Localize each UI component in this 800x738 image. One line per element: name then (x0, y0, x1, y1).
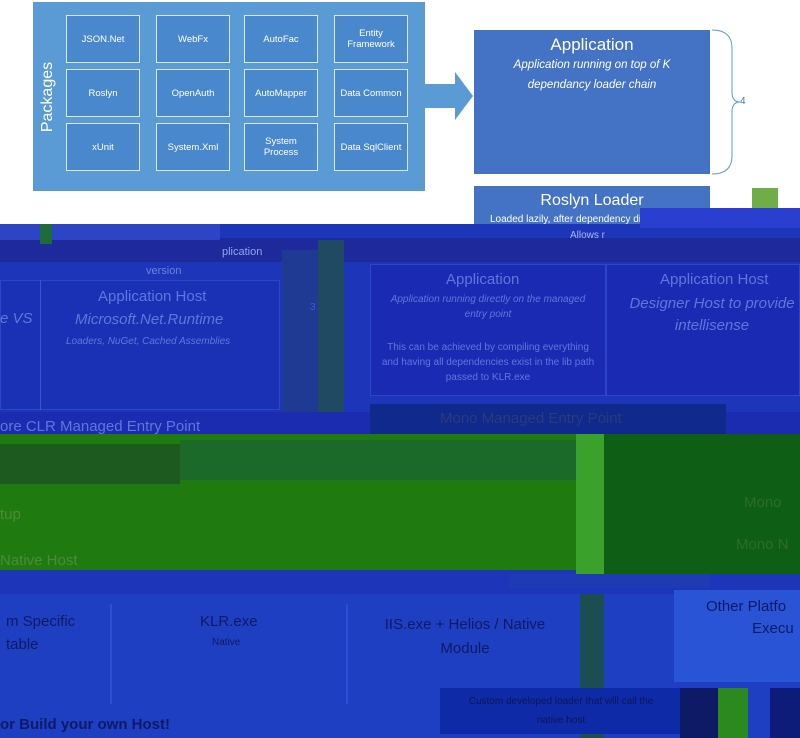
application-title: Application (550, 35, 634, 54)
bottom-divider-1 (110, 604, 112, 704)
custom-loader-text: Custom developed loader that will call t… (468, 696, 654, 726)
package-item: System.Xml (156, 123, 230, 171)
exec-label: Execu (752, 620, 794, 637)
native-host-label: Native Host (0, 552, 78, 569)
startup-label: tup (0, 506, 21, 523)
mono-managed-box (370, 404, 726, 434)
other-platform-label: Other Platfo (706, 598, 787, 615)
application-subtitle: Application running on top of K dependan… (513, 59, 671, 91)
left-vs-fragment: e VS (0, 310, 33, 327)
teal-stripe-left (40, 224, 52, 244)
table-label: table (6, 636, 39, 653)
left-app-host-name: Microsoft.Net.Runtime (75, 311, 224, 328)
bottom-divider-2 (346, 604, 348, 704)
center-divider-line (318, 240, 344, 420)
roslyn-loader-title: Roslyn Loader (540, 192, 644, 209)
native-label: Native (212, 637, 241, 648)
left-app-host-desc: Loaders, NuGet, Cached Assemblies (66, 336, 231, 347)
packages-arrow-icon (425, 72, 473, 120)
green-band-dark (0, 444, 180, 484)
application-box: Application Application running on top o… (474, 30, 710, 174)
mono-managed-label: Mono Managed Entry Point (440, 410, 622, 427)
green-right-dark (604, 434, 800, 574)
package-item: AutoFac (244, 15, 318, 63)
mid-app-box (370, 264, 606, 396)
noise-strip-2 (0, 224, 220, 240)
dark-right-block (770, 688, 800, 738)
specific-label: m Specific (6, 613, 76, 630)
brace-mid-label: 3 (310, 302, 316, 313)
mid-host-title: Application Host (660, 271, 769, 288)
core-clr-label: ore CLR Managed Entry Point (0, 418, 201, 435)
top-strip-fragment: plication (222, 246, 263, 258)
noise-strip-3 (510, 574, 710, 588)
package-item: JSON.Net (66, 15, 140, 63)
roslyn-allows: Allows r (570, 230, 606, 241)
brace-top-icon (711, 29, 740, 175)
roslyn-loader-subtitle: Loaded lazily, after dependency di (490, 214, 642, 225)
brace-top-label: 4 (740, 96, 746, 107)
package-item: Data Common (334, 69, 408, 117)
other-platform-box (674, 590, 800, 682)
mid-host-desc: Designer Host to provide intellisense (629, 295, 795, 334)
green-bottom-block (718, 688, 748, 738)
klr-exe-label: KLR.exe (200, 613, 258, 630)
left-host-box (0, 280, 280, 410)
left-version: version (146, 265, 182, 277)
package-item: xUnit (66, 123, 140, 171)
mono-right-2: Mono N (736, 536, 789, 553)
left-app-host-title: Application Host (98, 288, 207, 305)
iis-label: IIS.exe + Helios / Native Module (384, 616, 546, 657)
package-item: Roslyn (66, 69, 140, 117)
build-host-label: or Build your own Host! (0, 716, 170, 733)
green-column-bright (576, 434, 604, 574)
dark-bottom-block (680, 688, 718, 738)
green-band-blue (180, 440, 590, 480)
mono-right-1: Mono (744, 494, 782, 511)
package-item: OpenAuth (156, 69, 230, 117)
custom-loader-box (440, 688, 680, 734)
mid-app-title: Application (446, 271, 520, 288)
package-item: System Process (244, 123, 318, 171)
packages-label: Packages (39, 61, 57, 132)
package-item: Entity Framework (334, 15, 408, 63)
packages-label-wrap: Packages (33, 2, 63, 191)
package-item: Data SqlClient (334, 123, 408, 171)
left-host-divider (40, 280, 41, 410)
mid-host-box (606, 264, 800, 396)
mid-app-desc-1: Application running directly on the mana… (390, 294, 586, 320)
roslyn-loader-box: Roslyn Loader (474, 186, 710, 226)
dark-band-top (0, 238, 800, 262)
package-item: AutoMapper (244, 69, 318, 117)
package-item: WebFx (156, 15, 230, 63)
noise-strip-1 (640, 208, 800, 228)
mid-app-desc-2: This can be achieved by compiling everyt… (381, 342, 595, 383)
